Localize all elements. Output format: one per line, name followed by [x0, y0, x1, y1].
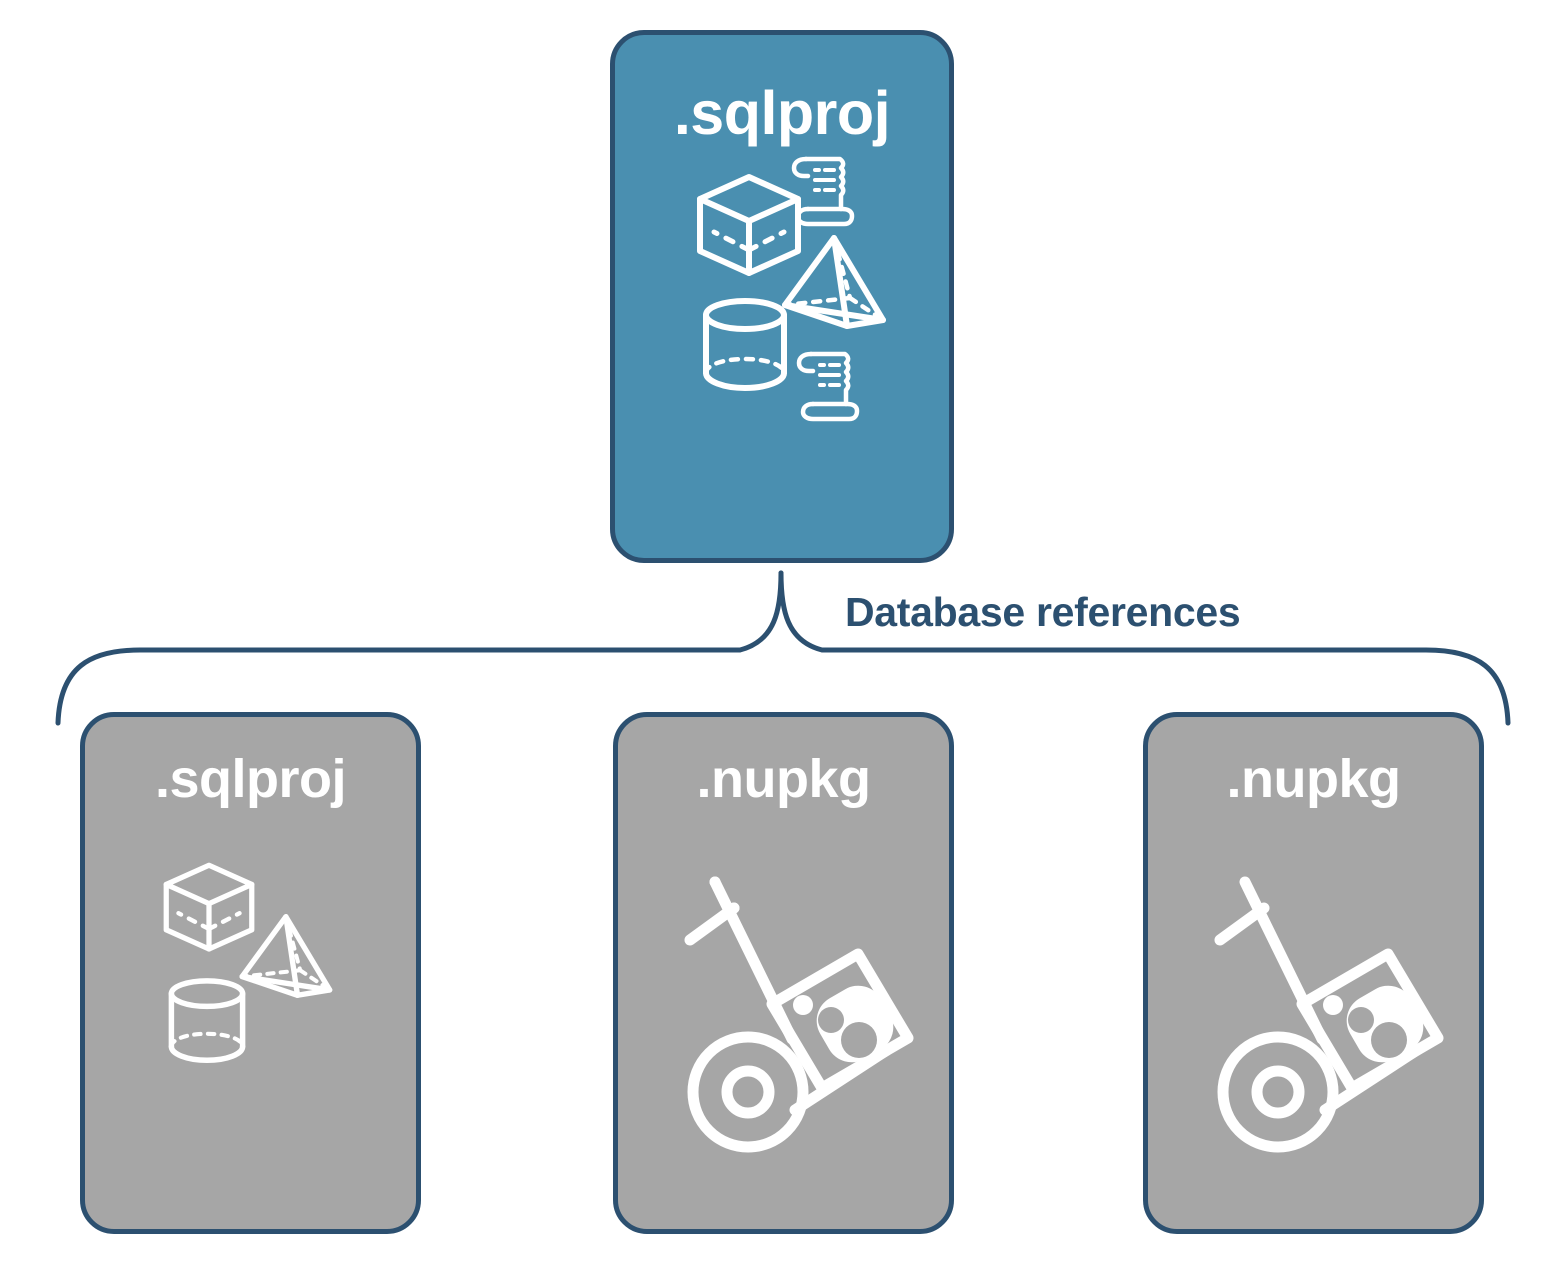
node-child-1-artwork: [618, 806, 949, 1229]
node-root-sqlproj[interactable]: .sqlproj: [610, 30, 954, 563]
cylinder-3d-icon: [168, 978, 246, 1063]
scroll-script-icon: [796, 351, 860, 422]
node-child-0-artwork: [85, 806, 416, 1229]
cube-3d-icon: [163, 862, 255, 952]
nuget-hand-truck-icon: [684, 876, 914, 1153]
nuget-hand-truck-icon: [1214, 876, 1444, 1153]
node-child-2-artwork: [1148, 806, 1479, 1229]
node-root-label: .sqlproj: [673, 79, 891, 147]
database-references-brace: [55, 570, 1511, 726]
node-child-nupkg-1[interactable]: .nupkg: [613, 712, 954, 1234]
pyramid-3d-icon: [239, 914, 333, 998]
node-child-1-label: .nupkg: [696, 749, 871, 809]
node-child-2-label: .nupkg: [1226, 749, 1401, 809]
cube-3d-icon-hidden-edges: [711, 218, 787, 253]
node-root-artwork: [615, 144, 949, 558]
edge-label-database-references: Database references: [845, 589, 1241, 635]
scroll-script-icon: [791, 156, 855, 227]
node-child-0-label: .sqlproj: [154, 749, 347, 809]
cylinder-3d-icon: [703, 298, 787, 391]
node-child-sqlproj[interactable]: .sqlproj: [80, 712, 421, 1234]
pyramid-3d-icon: [782, 235, 886, 329]
node-child-nupkg-2[interactable]: .nupkg: [1143, 712, 1484, 1234]
